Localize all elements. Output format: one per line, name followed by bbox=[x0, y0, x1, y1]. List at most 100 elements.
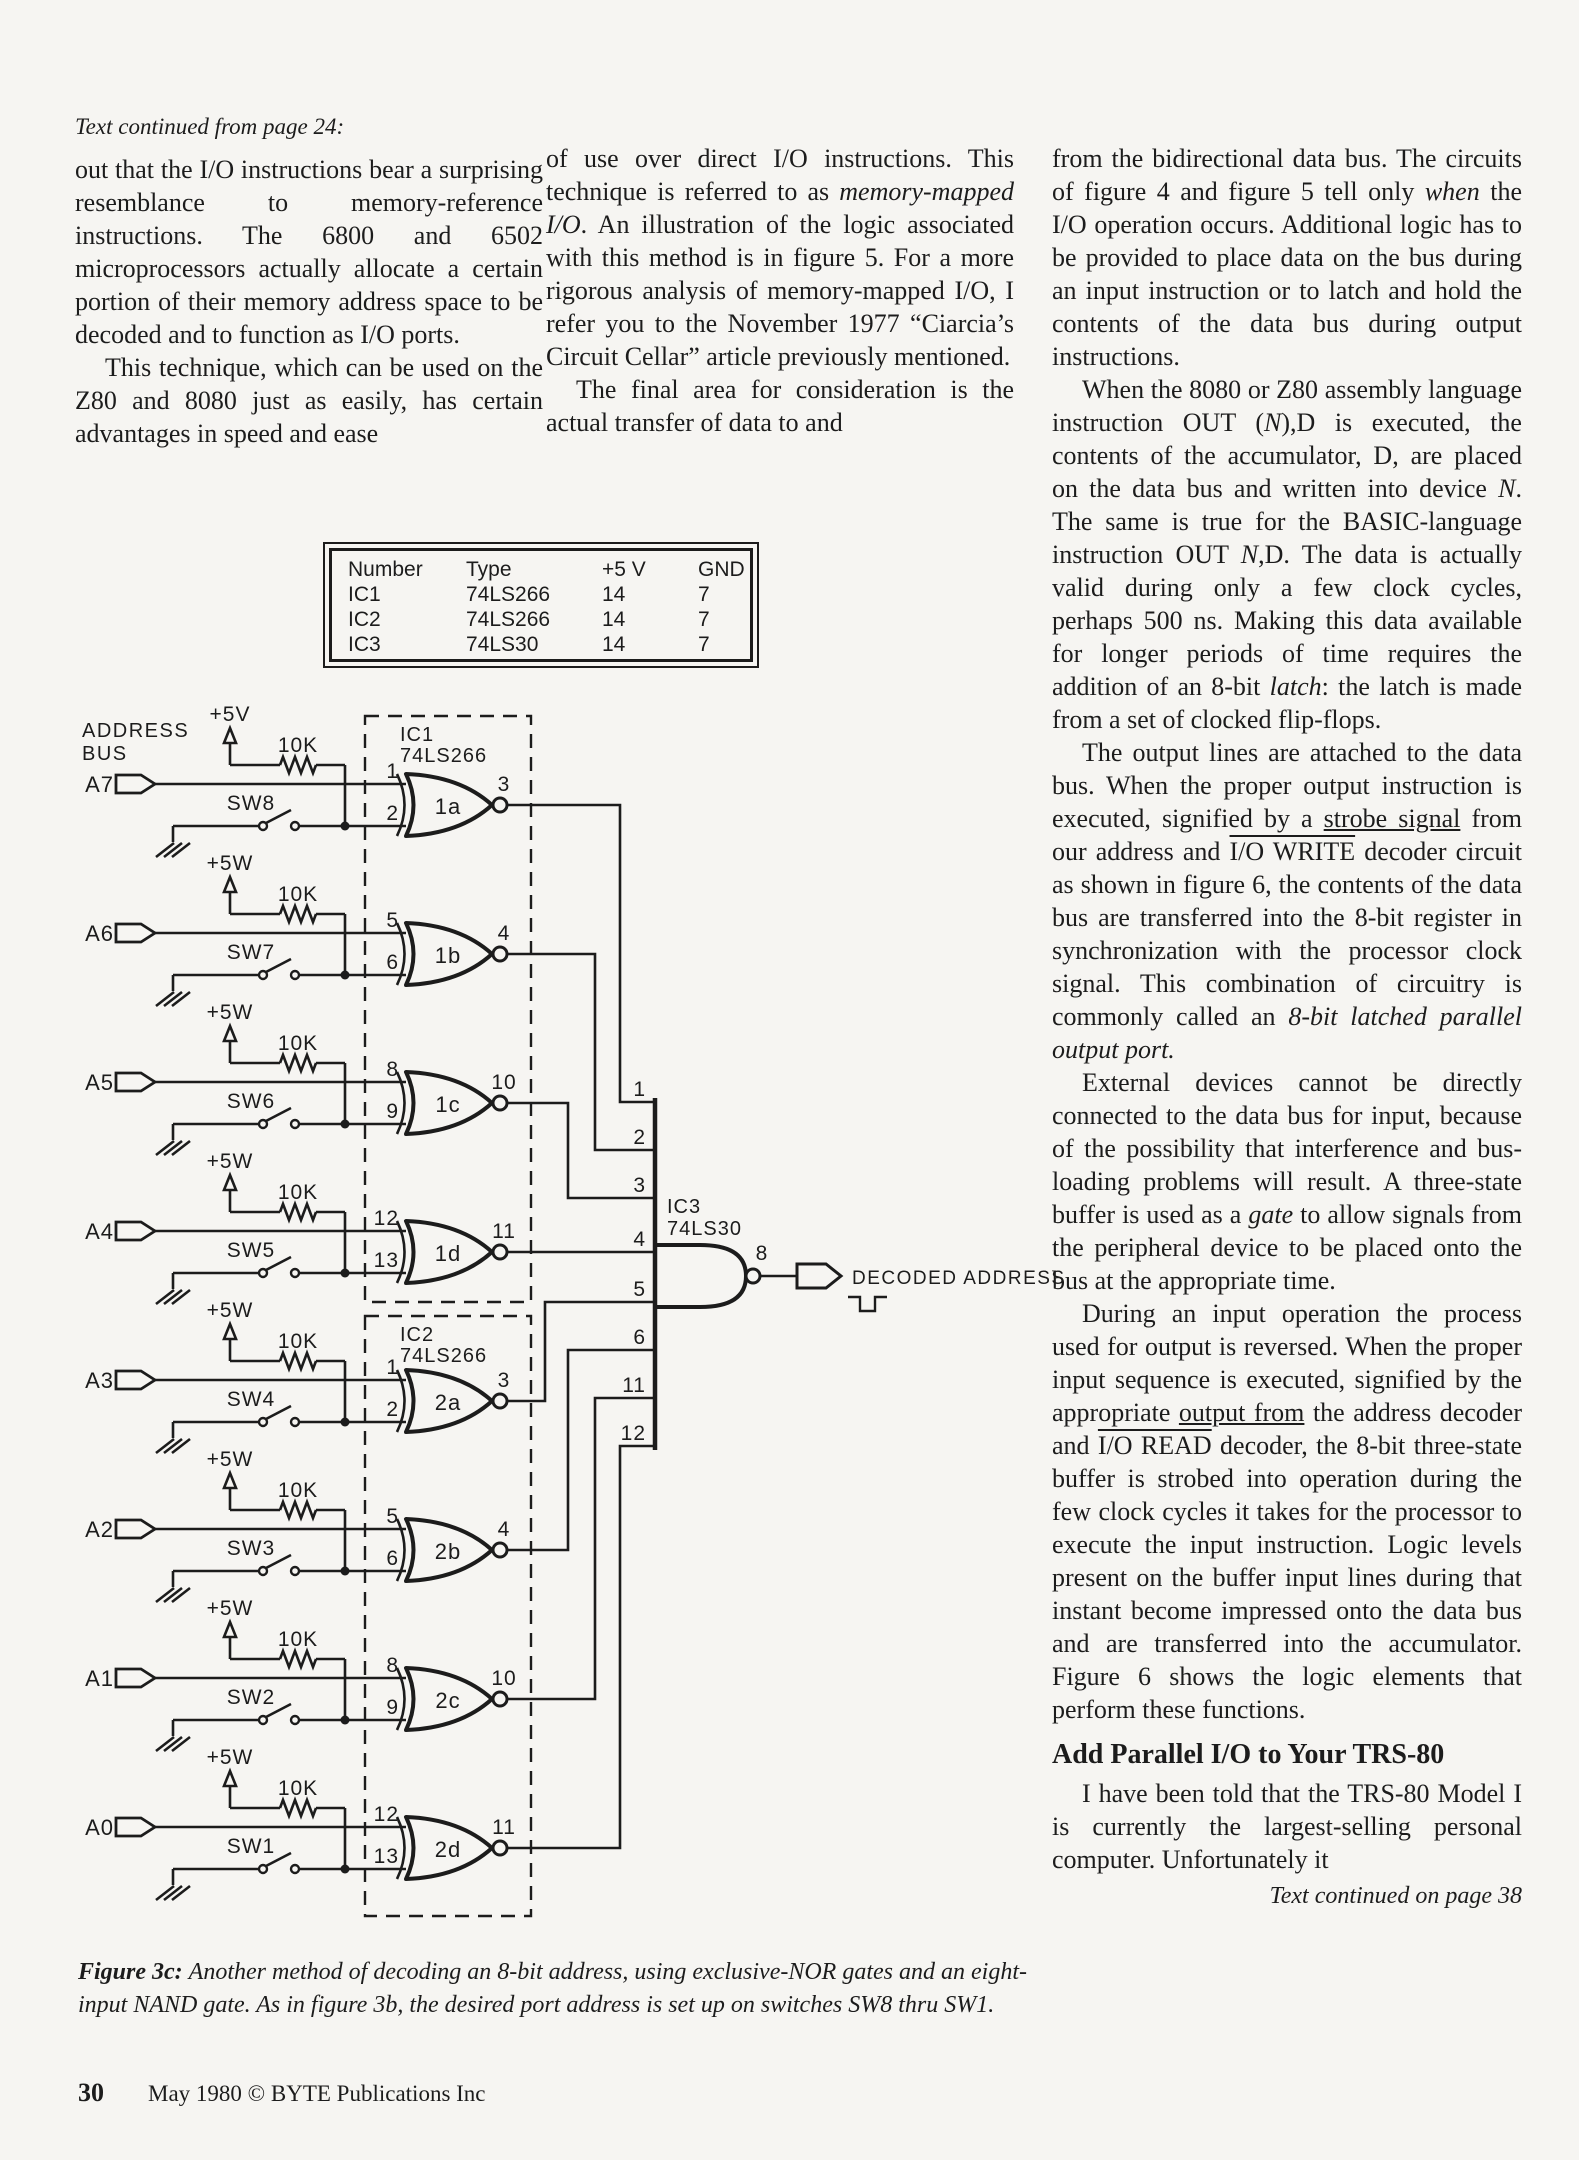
gate-output-wire bbox=[507, 1348, 655, 1552]
text-run: I/O WRITE bbox=[1229, 837, 1356, 866]
wire bbox=[228, 1637, 280, 1661]
address-input-arrow bbox=[114, 773, 158, 795]
paragraph: from the bidirectional data bus. The cir… bbox=[1052, 142, 1522, 373]
ground-symbol bbox=[155, 1586, 175, 1604]
wire bbox=[228, 1339, 280, 1363]
wire bbox=[316, 1210, 347, 1273]
switch-contact bbox=[257, 1863, 269, 1875]
table-cell: +5 V bbox=[602, 558, 646, 581]
pin-number: 1 bbox=[386, 1356, 399, 1379]
address-label: A6 bbox=[85, 921, 114, 946]
ic1-label: 74LS266 bbox=[400, 745, 487, 767]
gate-output-wire bbox=[507, 1300, 655, 1403]
pin-number: 3 bbox=[498, 773, 511, 796]
output-arrow bbox=[795, 1262, 844, 1290]
switch-label: SW2 bbox=[227, 1686, 276, 1709]
table-cell: 74LS266 bbox=[466, 583, 551, 606]
text-run: from the bidirectional data bus. The cir… bbox=[1052, 144, 1522, 206]
inverter-bubble bbox=[491, 1243, 509, 1261]
pin-number: 10 bbox=[491, 1071, 516, 1094]
address-input-arrow bbox=[114, 922, 158, 944]
address-label: A5 bbox=[85, 1070, 114, 1095]
xnor-gate-back-arc bbox=[395, 1220, 406, 1284]
text-run: I/O READ bbox=[1097, 1431, 1212, 1460]
xnor-gate bbox=[404, 1517, 494, 1583]
pin-number: 9 bbox=[386, 1696, 399, 1719]
column-middle: of use over direct I/O instructions. Thi… bbox=[546, 142, 1014, 439]
text-run: to allow signals from the peripheral dev… bbox=[1052, 1200, 1522, 1295]
address-bus-label: BUS bbox=[82, 743, 128, 765]
switch-contact bbox=[257, 1714, 269, 1726]
ground-symbol bbox=[163, 1735, 183, 1753]
gate-label: 2d bbox=[435, 1837, 461, 1862]
address-label: A3 bbox=[85, 1368, 114, 1393]
circuit-diagram: IC174LS266IC274LS266ADDRESSBUSA7+5V10KSW… bbox=[82, 703, 1064, 1918]
switch-lever bbox=[265, 808, 292, 825]
ground-symbol bbox=[163, 990, 183, 1008]
table-cell: 14 bbox=[602, 583, 626, 606]
table-cell: Type bbox=[466, 558, 512, 581]
xnor-gate bbox=[404, 1219, 494, 1285]
text-run: strobe signal bbox=[1323, 804, 1461, 833]
text-run: The output lines are attached to the dat… bbox=[1052, 738, 1522, 833]
paragraph: This technique, which can be used on the… bbox=[75, 351, 543, 450]
inverter-bubble bbox=[491, 1392, 509, 1410]
ground-symbol bbox=[155, 1288, 175, 1306]
table-cell: 7 bbox=[698, 608, 710, 631]
pin-number: 12 bbox=[621, 1422, 646, 1445]
wire bbox=[228, 743, 280, 767]
ground-symbol bbox=[171, 1437, 191, 1455]
switch-contact bbox=[289, 1118, 301, 1130]
pin-number: 6 bbox=[386, 951, 399, 974]
pin-number: 11 bbox=[622, 1374, 646, 1397]
text-run: I have been told that the TRS-80 Model I… bbox=[1052, 1779, 1522, 1874]
resistor-value-label: 10K bbox=[278, 1032, 318, 1055]
ground-symbol bbox=[155, 841, 175, 859]
text-run: When the 8080 or Z80 assembly language i… bbox=[1052, 375, 1522, 437]
pullup-voltage-label: +5W bbox=[207, 852, 254, 875]
xnor-gate-back-arc bbox=[395, 1667, 406, 1731]
wire bbox=[228, 1488, 280, 1512]
resistor-symbol bbox=[278, 902, 318, 926]
table-cell: 14 bbox=[602, 633, 626, 656]
pin-number: 2 bbox=[386, 1398, 399, 1421]
nand-gate bbox=[653, 1243, 748, 1309]
xnor-gate-back-arc bbox=[395, 1369, 406, 1433]
gate-label: 2b bbox=[435, 1539, 461, 1564]
left-paragraphs: out that the I/O instructions bear a sur… bbox=[75, 153, 543, 450]
text-run: : the latch is made from a set of clocke… bbox=[1052, 672, 1522, 734]
xnor-gate bbox=[404, 1815, 494, 1881]
wire bbox=[316, 1061, 347, 1124]
column-right: from the bidirectional data bus. The cir… bbox=[1052, 142, 1522, 1913]
ground-symbol bbox=[163, 1586, 183, 1604]
resistor-symbol bbox=[278, 1051, 318, 1075]
switch-contact bbox=[257, 1267, 269, 1279]
switch-lever bbox=[265, 957, 292, 974]
pullup-voltage-label: +5W bbox=[207, 1448, 254, 1471]
resistor-symbol bbox=[278, 1796, 318, 1820]
pin-number: 3 bbox=[633, 1174, 646, 1197]
switch-contact bbox=[289, 1714, 301, 1726]
inverter-bubble bbox=[491, 945, 509, 963]
pin-number: 12 bbox=[374, 1803, 399, 1826]
inverter-bubble bbox=[491, 1839, 509, 1857]
text-run: N bbox=[1498, 474, 1516, 503]
text-run: out that the I/O instructions bear a sur… bbox=[75, 155, 543, 349]
wire bbox=[316, 1508, 347, 1571]
resistor-symbol bbox=[278, 1200, 318, 1224]
switch-contact bbox=[289, 1565, 301, 1577]
continued-on-note: Text continued on page 38 bbox=[1269, 1883, 1522, 1909]
xnor-gate-back-arc bbox=[395, 1071, 406, 1135]
resistor-symbol bbox=[278, 753, 318, 777]
resistor-value-label: 10K bbox=[278, 1777, 318, 1800]
pin-number: 1 bbox=[386, 760, 399, 783]
table-cell: 7 bbox=[698, 583, 710, 606]
xnor-gate-back-arc bbox=[395, 773, 406, 837]
